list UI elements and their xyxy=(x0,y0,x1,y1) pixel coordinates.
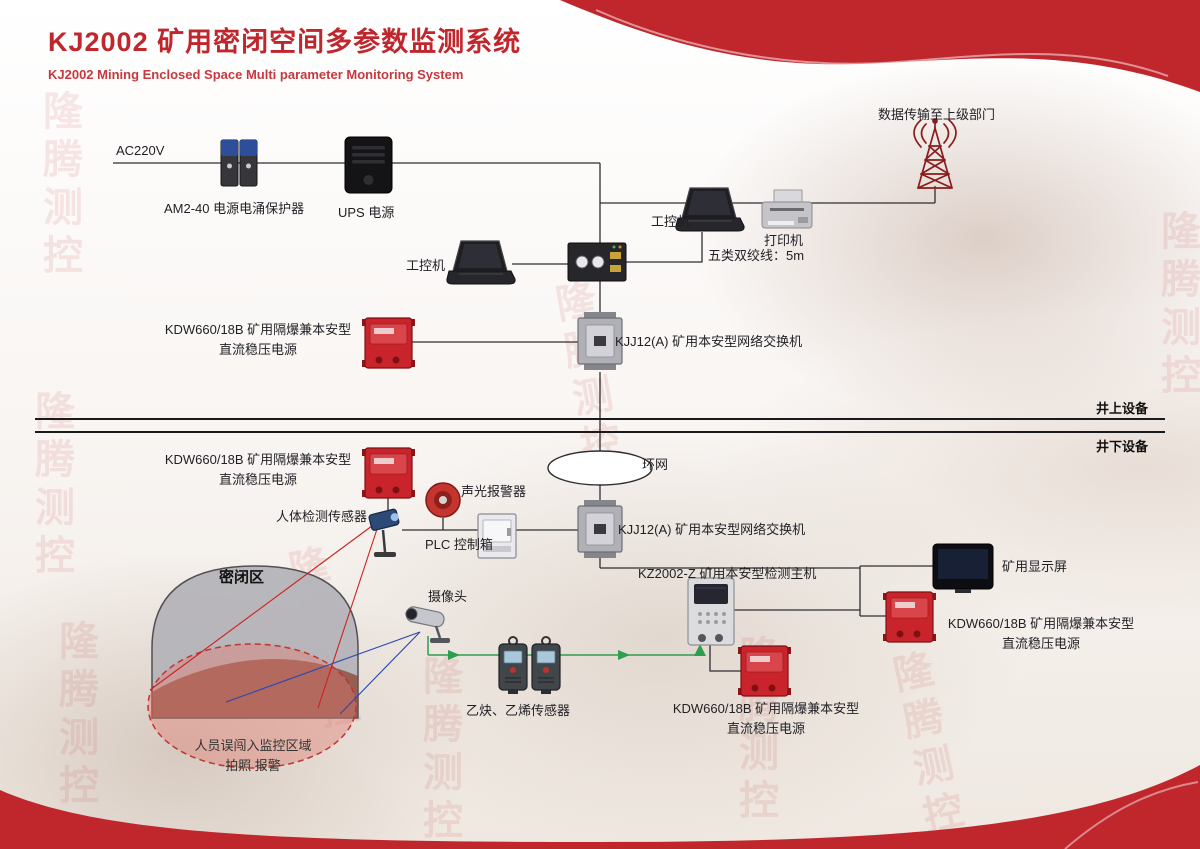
industrial-pc-icon xyxy=(446,240,516,285)
label-kdw-underground-line2: 直流稳压电源 xyxy=(218,472,297,488)
label-gas-sensors: 乙炔、乙烯传感器 xyxy=(466,703,571,718)
label-intrusion-note: 人员误闯入监控区域 拍照 报警 xyxy=(178,736,328,776)
cctv-camera-icon xyxy=(405,606,450,643)
label-printer: 打印机 xyxy=(764,233,804,248)
label-ups: UPS 电源 xyxy=(338,205,395,220)
kdw-power-supply-icon xyxy=(361,317,416,369)
page-subtitle: KJ2002 Mining Enclosed Space Multi param… xyxy=(48,67,464,82)
label-cable-note: 五类双绞线：5m xyxy=(708,248,805,263)
mine-display-icon xyxy=(932,543,994,593)
label-ipc-2: 工控机 xyxy=(651,214,691,229)
signal-links xyxy=(427,636,706,660)
kdw-power-supply-icon xyxy=(882,591,937,643)
enclosed-area-shape xyxy=(151,565,359,719)
label-intrusion-line1: 人员误闯入监控区域 xyxy=(194,738,312,753)
label-kdw-underground-line1: KDW660/18B 矿用隔爆兼本安型 xyxy=(164,452,352,467)
label-kdw-right-line2: 直流稳压电源 xyxy=(1001,636,1080,652)
label-switch-surface: KJJ12(A) 矿用本安型网络交换机 xyxy=(615,334,803,349)
label-plc-box: PLC 控制箱 xyxy=(425,537,493,552)
page-title: KJ2002 矿用密闭空间多参数监测系统 xyxy=(48,27,522,57)
label-detection-host: KZ2002-Z 矿用本安型检测主机 xyxy=(638,566,817,581)
kdw-power-supply-icon xyxy=(361,447,416,499)
label-underground-zone: 井下设备 xyxy=(1096,439,1149,454)
printer-icon xyxy=(761,189,813,229)
label-kdw-surface: KDW660/18B 矿用隔爆兼本安型 直流稳压电源 xyxy=(160,320,356,360)
label-ring-network: 环网 xyxy=(642,457,669,472)
label-camera: 摄像头 xyxy=(428,589,468,604)
label-kdw-underground: KDW660/18B 矿用隔爆兼本安型 直流稳压电源 xyxy=(160,450,356,490)
media-converter-icon xyxy=(567,242,627,282)
ups-icon xyxy=(344,136,393,194)
kdw-power-supply-icon xyxy=(737,645,792,697)
detection-host-icon xyxy=(687,577,735,646)
label-ipc-1: 工控机 xyxy=(406,258,446,273)
arrow-right-icon xyxy=(618,650,630,660)
arrow-right-icon xyxy=(448,650,460,660)
label-surface-zone: 井上设备 xyxy=(1096,401,1149,416)
label-intrusion-line2: 拍照 报警 xyxy=(225,758,281,774)
label-audible-alarm: 声光报警器 xyxy=(461,484,527,499)
label-human-sensor: 人体检测传感器 xyxy=(276,509,368,524)
label-surge-protector: AM2-40 电源电涌保护器 xyxy=(164,201,305,216)
label-kdw-bottom-line2: 直流稳压电源 xyxy=(726,721,805,737)
plc-cabinet-icon xyxy=(477,513,517,559)
label-uplink: 数据传输至上级部门 xyxy=(878,107,996,122)
arrow-up-icon xyxy=(694,644,706,656)
label-kdw-bottom: KDW660/18B 矿用隔爆兼本安型 直流稳压电源 xyxy=(663,699,869,739)
audible-visual-alarm-icon xyxy=(425,482,461,518)
label-mine-display: 矿用显示屏 xyxy=(1002,559,1068,574)
surge-protector-icon xyxy=(220,139,258,187)
label-enclosed-zone: 密闭区 xyxy=(219,569,265,586)
label-kdw-surface-line2: 直流稳压电源 xyxy=(218,342,297,358)
gas-sensor-icon xyxy=(531,636,561,695)
label-kdw-bottom-line1: KDW660/18B 矿用隔爆兼本安型 xyxy=(672,701,860,716)
label-switch-underground: KJJ12(A) 矿用本安型网络交换机 xyxy=(618,522,806,537)
human-detection-sensor-icon xyxy=(368,508,400,557)
surface-underground-divider xyxy=(35,418,1165,433)
label-kdw-right: KDW660/18B 矿用隔爆兼本安型 直流稳压电源 xyxy=(938,614,1144,654)
label-kdw-surface-line1: KDW660/18B 矿用隔爆兼本安型 xyxy=(164,322,352,337)
label-ac220v: AC220V xyxy=(116,143,165,158)
ring-network-ellipse xyxy=(547,450,653,486)
sensor-detection-cones xyxy=(149,519,421,715)
network-switch-icon xyxy=(577,499,623,559)
radio-tower-icon xyxy=(913,118,957,189)
gas-sensor-icon xyxy=(498,636,528,695)
label-kdw-right-line1: KDW660/18B 矿用隔爆兼本安型 xyxy=(947,616,1135,631)
